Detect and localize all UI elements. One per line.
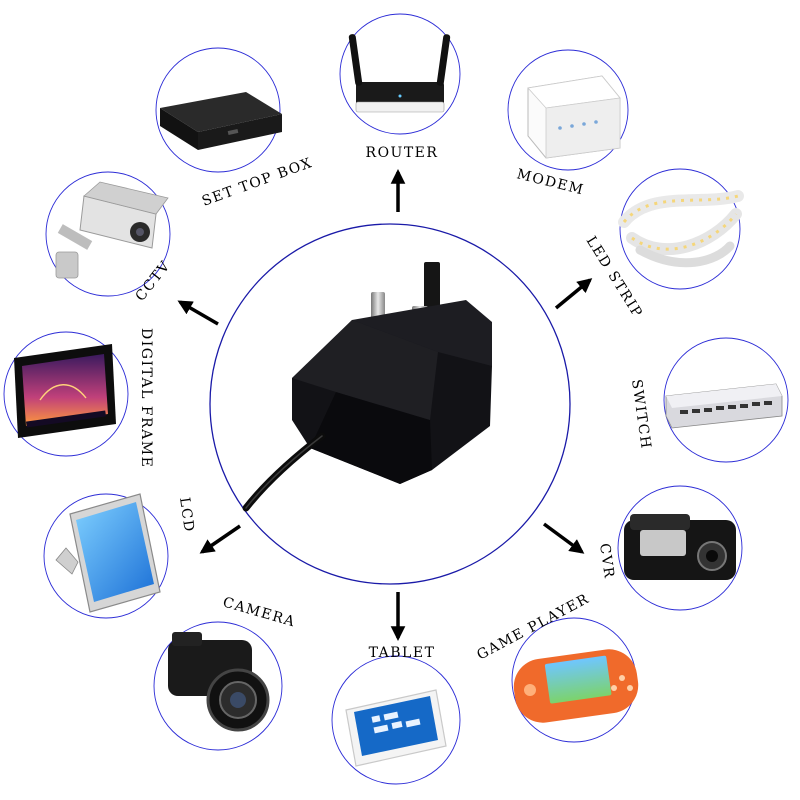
- lcd-monitor-icon: [55, 493, 161, 613]
- set-top-box-icon: [160, 92, 282, 150]
- network-switch-icon: [665, 383, 783, 429]
- connection-arrows: [177, 169, 593, 641]
- dash-cam-icon: [624, 514, 736, 580]
- router-icon: [348, 34, 451, 113]
- arrow-cvr: [542, 522, 585, 554]
- label-lcd: LCD: [176, 496, 197, 534]
- label-modem: MODEM: [515, 166, 586, 198]
- label-switch: SWITCH: [628, 378, 654, 450]
- digital-frame-icon: [14, 344, 116, 438]
- modem-icon: [527, 75, 621, 159]
- label-cvr: CVR: [596, 542, 617, 580]
- arrow-led-strip: [554, 278, 593, 310]
- label-digital-frame: DIGITAL FRAME: [138, 328, 154, 468]
- tablet-icon: [345, 689, 447, 767]
- label-tablet: TABLET: [369, 645, 436, 661]
- label-router: ROUTER: [366, 145, 439, 161]
- uk-power-adapter-icon: [242, 262, 492, 512]
- camera-icon: [168, 632, 270, 732]
- arrow-lcd: [199, 524, 241, 554]
- arrow-cctv: [177, 300, 219, 326]
- handheld-console-icon: [513, 649, 639, 723]
- led-strip-icon: [618, 190, 744, 268]
- power-adapter-hub: [209, 223, 571, 585]
- cctv-camera-icon: [55, 181, 169, 279]
